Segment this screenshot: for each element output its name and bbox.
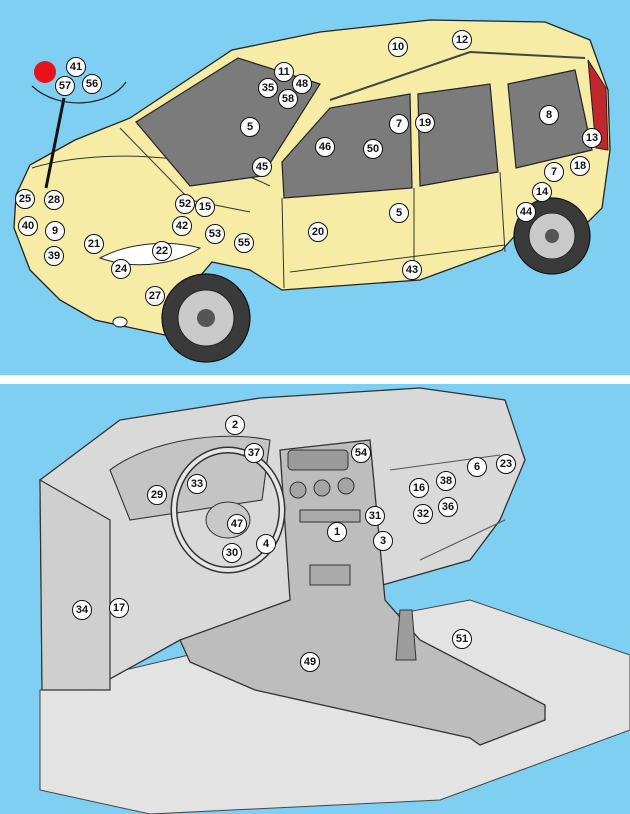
radio-unit xyxy=(299,509,361,523)
callout-54: 54 xyxy=(351,443,371,463)
callout-3: 3 xyxy=(373,531,393,551)
callout-39: 39 xyxy=(44,246,64,266)
callout-19: 19 xyxy=(415,113,435,133)
callout-24: 24 xyxy=(111,259,131,279)
callout-8: 8 xyxy=(539,105,559,125)
callout-13: 13 xyxy=(582,128,602,148)
callout-38: 38 xyxy=(436,471,456,491)
callout-57: 57 xyxy=(55,76,75,96)
callout-41: 41 xyxy=(66,57,86,77)
callout-6: 6 xyxy=(467,457,487,477)
hvac-knob-center xyxy=(313,479,331,497)
callout-49: 49 xyxy=(300,652,320,672)
door-side-panel xyxy=(39,478,111,691)
callout-58: 58 xyxy=(278,89,298,109)
callout-40: 40 xyxy=(18,216,38,236)
callout-23: 23 xyxy=(496,454,516,474)
callout-16: 16 xyxy=(409,478,429,498)
callout-28: 28 xyxy=(44,190,64,210)
callout-50: 50 xyxy=(363,139,383,159)
front-wheel xyxy=(161,273,251,363)
center-console xyxy=(179,439,546,746)
callout-47: 47 xyxy=(227,514,247,534)
callout-35: 35 xyxy=(258,78,278,98)
callout-17: 17 xyxy=(109,598,129,618)
callout-44: 44 xyxy=(516,202,536,222)
hvac-knob-right xyxy=(337,477,355,495)
callout-55: 55 xyxy=(234,233,254,253)
hvac-knob-left xyxy=(289,481,307,499)
callout-46: 46 xyxy=(315,137,335,157)
callout-33: 33 xyxy=(187,474,207,494)
callout-14: 14 xyxy=(532,182,552,202)
callout-51: 51 xyxy=(452,629,472,649)
callout-1: 1 xyxy=(327,522,347,542)
callout-11: 11 xyxy=(274,62,294,82)
foglight xyxy=(112,316,128,328)
rear-side-window xyxy=(417,83,499,187)
callout-12: 12 xyxy=(452,30,472,50)
callout-7: 7 xyxy=(389,114,409,134)
callout-5: 5 xyxy=(389,203,409,223)
front-side-window xyxy=(281,93,413,199)
callout-34: 34 xyxy=(72,600,92,620)
callout-43: 43 xyxy=(402,260,422,280)
door-lines xyxy=(281,171,506,289)
callout-9: 9 xyxy=(45,221,65,241)
callout-5: 5 xyxy=(240,117,260,137)
gear-lever xyxy=(395,609,417,661)
tail-light xyxy=(587,59,609,151)
center-air-vent xyxy=(287,449,349,471)
switch-panel xyxy=(309,564,351,586)
callout-25: 25 xyxy=(15,189,35,209)
callout-45: 45 xyxy=(252,157,272,177)
callout-36: 36 xyxy=(438,497,458,517)
callout-arc xyxy=(31,81,127,104)
callout-37: 37 xyxy=(244,443,264,463)
callout-48: 48 xyxy=(292,74,312,94)
callout-2: 2 xyxy=(225,415,245,435)
callout-18: 18 xyxy=(570,156,590,176)
roof-rail xyxy=(329,50,586,101)
callout-7: 7 xyxy=(544,162,564,182)
callout-42: 42 xyxy=(172,216,192,236)
callout-20: 20 xyxy=(308,222,328,242)
callout-52: 52 xyxy=(175,194,195,214)
callout-leader-line xyxy=(44,97,66,189)
highlight-marker xyxy=(34,61,56,83)
callout-31: 31 xyxy=(365,506,385,526)
callout-4: 4 xyxy=(256,534,276,554)
callout-56: 56 xyxy=(82,74,102,94)
steering-wheel xyxy=(170,446,286,574)
callout-53: 53 xyxy=(205,224,225,244)
callout-10: 10 xyxy=(388,37,408,57)
callout-27: 27 xyxy=(145,286,165,306)
callout-21: 21 xyxy=(84,234,104,254)
callout-15: 15 xyxy=(195,197,215,217)
callout-22: 22 xyxy=(152,241,172,261)
callout-30: 30 xyxy=(222,543,242,563)
callout-29: 29 xyxy=(147,485,167,505)
callout-32: 32 xyxy=(413,504,433,524)
dashboard-illustration xyxy=(0,384,630,814)
